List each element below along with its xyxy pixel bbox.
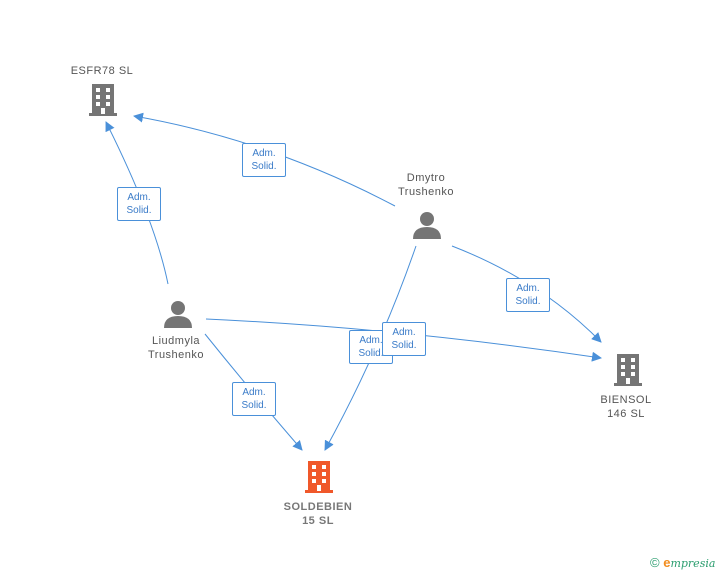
brand-name: mpresia: [670, 557, 716, 570]
node-label-line: Trushenko: [397, 186, 455, 198]
edge-badge-dmytro-esfr78[interactable]: Adm. Solid.: [242, 143, 286, 177]
edge-badge-liudmyla-esfr78[interactable]: Adm. Solid.: [117, 187, 161, 221]
edge-badge-liudmyla-biensol[interactable]: Adm. Solid.: [382, 322, 426, 356]
node-label-line: Liudmyla: [151, 335, 201, 347]
node-label-esfr78[interactable]: ESFR78 SL: [50, 64, 154, 78]
edge-badge-line: Adm.: [516, 283, 540, 294]
node-label-biensol[interactable]: BIENSOL 146 SL: [574, 393, 678, 421]
edge-badge-line: Solid.: [126, 205, 152, 216]
edge-badge-line: Adm.: [392, 327, 416, 338]
node-label-line: 146 SL: [607, 408, 645, 420]
node-label-line: SOLDEBIEN: [283, 501, 353, 513]
node-label-line: 15 SL: [302, 515, 334, 527]
edge-badge-line: Solid.: [358, 348, 384, 359]
edge-badge-dmytro-biensol[interactable]: Adm. Solid.: [506, 278, 550, 312]
building-icon[interactable]: [614, 354, 642, 386]
edge-badge-line: Adm.: [242, 387, 266, 398]
edge-badge-liudmyla-soldebien[interactable]: Adm. Solid.: [232, 382, 276, 416]
node-label-line: BIENSOL: [600, 394, 652, 406]
brand-initial: e: [663, 555, 671, 570]
edge-badge-dmytro-soldebien[interactable]: Adm. Solid.: [349, 330, 393, 364]
edge-badge-line: Adm.: [252, 148, 276, 159]
node-label-line: Trushenko: [147, 349, 205, 361]
edge-badge-line: Adm.: [359, 335, 383, 346]
node-label-line: ESFR78 SL: [70, 65, 134, 77]
copyright-symbol: ©: [650, 555, 660, 570]
edge-badge-line: Adm.: [127, 192, 151, 203]
edge-badge-line: Solid.: [241, 400, 267, 411]
empresia-logo[interactable]: © empresia: [650, 555, 715, 570]
edge-badge-line: Solid.: [391, 340, 417, 351]
person-icon[interactable]: [164, 301, 192, 328]
building-icon[interactable]: [305, 461, 333, 493]
building-icon[interactable]: [89, 84, 117, 116]
person-icon[interactable]: [413, 212, 441, 239]
node-label-soldebien[interactable]: SOLDEBIEN 15 SL: [266, 500, 370, 528]
edge-badge-line: Solid.: [515, 296, 541, 307]
node-label-line: Dmytro: [406, 172, 446, 184]
edge-badge-line: Solid.: [251, 161, 277, 172]
node-label-dmytro[interactable]: Dmytro Trushenko: [374, 171, 478, 199]
node-label-liudmyla[interactable]: Liudmyla Trushenko: [124, 334, 228, 362]
